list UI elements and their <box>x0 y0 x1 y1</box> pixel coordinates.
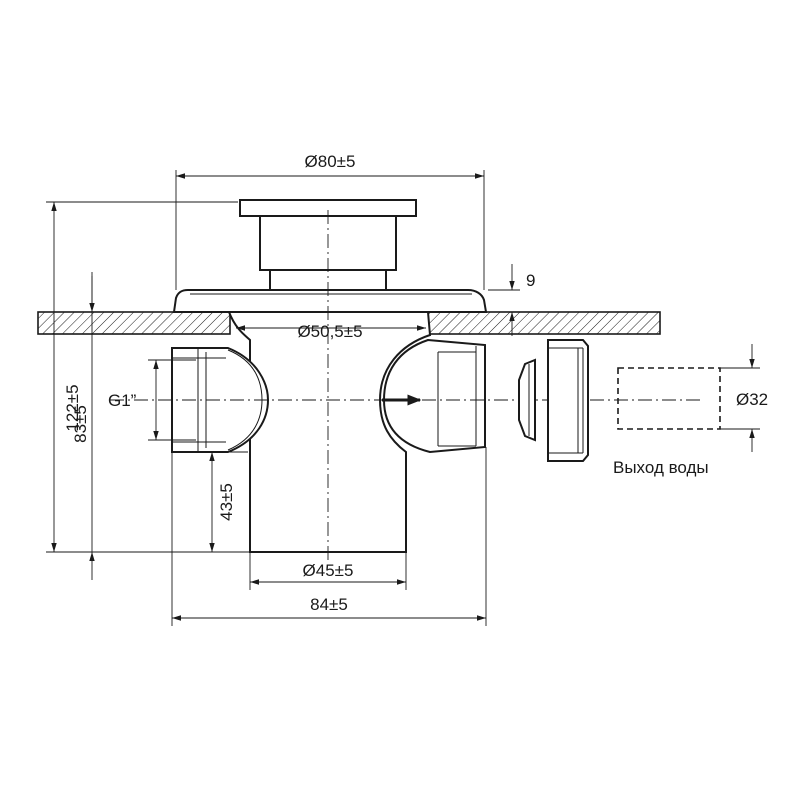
dim-inner-diameter: Ø50,5±5 <box>236 322 426 341</box>
dim-body-height: 83±5 <box>71 272 95 580</box>
top-diameter-label: Ø80±5 <box>305 152 356 171</box>
body-height-label: 83±5 <box>71 405 90 443</box>
flange-thickness-label: 9 <box>526 271 535 290</box>
bottom-diameter-label: Ø45±5 <box>303 561 354 580</box>
drain-flange <box>172 289 488 313</box>
lower-height-label: 43±5 <box>217 483 236 521</box>
dim-thread: G1” <box>108 359 196 441</box>
floor-slab <box>37 311 661 335</box>
water-outlet-note: Выход воды <box>613 458 709 477</box>
total-height-label: 122±5 <box>63 384 82 431</box>
inner-diameter-label: Ø50,5±5 <box>297 322 362 341</box>
outlet-gasket <box>518 358 536 442</box>
dim-flange-thickness: 9 <box>488 264 535 336</box>
dim-bottom-diameter: Ø45±5 <box>249 552 407 590</box>
dim-top-diameter: Ø80±5 <box>175 152 485 290</box>
outlet-diameter-label: Ø32 <box>736 390 768 409</box>
outlet-pipe <box>617 367 721 430</box>
drain-body <box>171 311 486 553</box>
dim-outlet-diameter: Ø32 <box>720 344 768 452</box>
total-width-label: 84±5 <box>310 595 348 614</box>
dim-total-width: 84±5 <box>171 447 487 626</box>
thread-label: G1” <box>108 391 137 410</box>
outlet-nut <box>547 339 589 462</box>
dim-total-height: 122±5 <box>46 201 250 553</box>
dim-lower-height: 43±5 <box>206 451 248 552</box>
